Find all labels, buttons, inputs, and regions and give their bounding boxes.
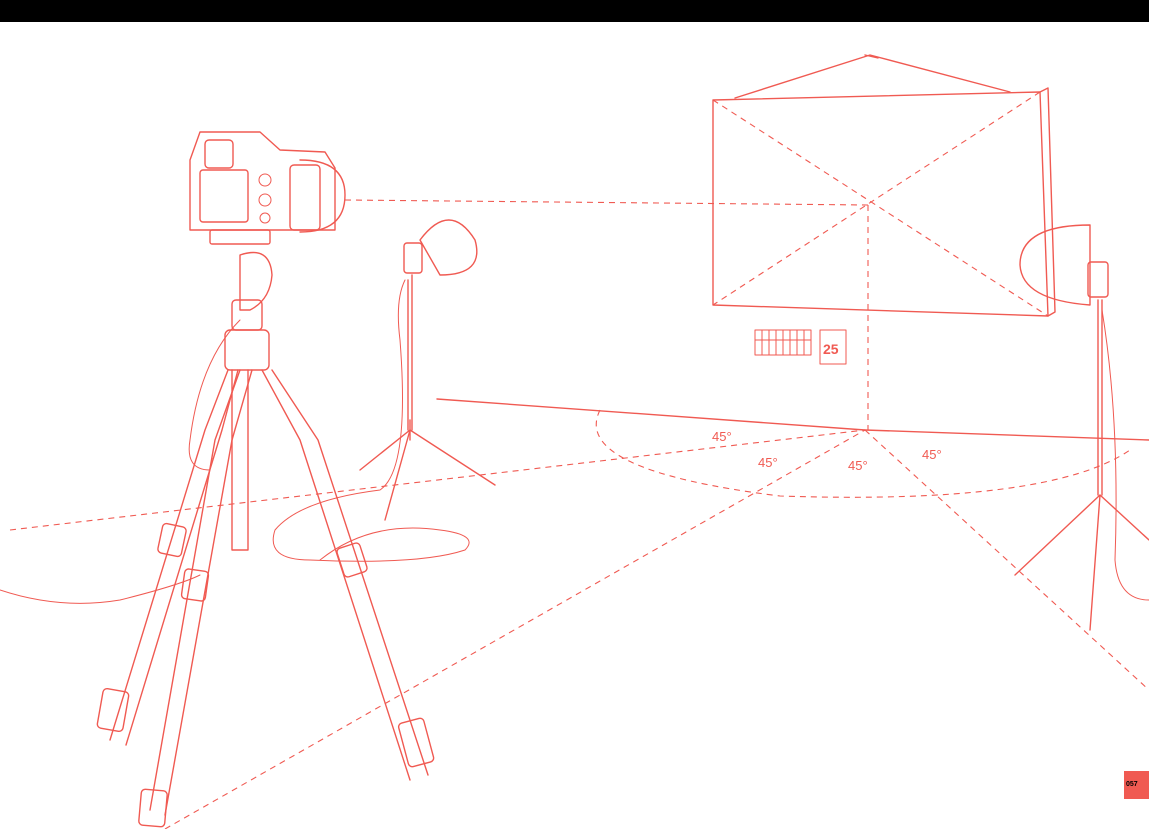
svg-text:25: 25 [823, 341, 839, 357]
right-light-stand [1015, 225, 1149, 630]
guide-line-left-floor [10, 430, 865, 530]
floor-line-right [865, 430, 1149, 440]
floor-line-left [437, 399, 865, 430]
tripod [0, 253, 435, 828]
camera-axis-line [345, 200, 868, 205]
grey-card: 25 [820, 330, 846, 364]
floor-arc [596, 410, 1130, 497]
guide-line-front-right [865, 430, 1149, 690]
guide-line-front-left [165, 430, 865, 829]
angle-label-1: 45° [712, 429, 732, 444]
colour-checker-card [755, 330, 811, 355]
page-number: 057 [1126, 781, 1138, 788]
camera [190, 132, 345, 244]
artwork-frame [713, 55, 1055, 316]
angle-label-4: 45° [922, 447, 942, 462]
angle-label-2: 45° [758, 455, 778, 470]
angle-label-3: 45° [848, 458, 868, 473]
left-light-stand [273, 220, 495, 561]
